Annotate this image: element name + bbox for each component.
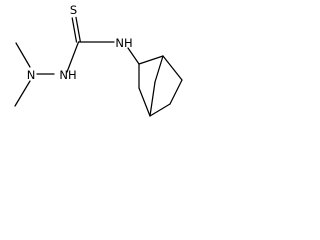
bond-c7-c4 — [149, 81, 156, 117]
bond-c2-c1 — [138, 55, 164, 65]
bond-n-methyl-lower — [14, 80, 31, 107]
bond-c1-c6 — [162, 55, 183, 81]
bond-c1-c7 — [154, 55, 164, 83]
atom-label-sulfur: S — [70, 3, 77, 17]
bond-c-s-double-a — [71, 17, 78, 43]
atom-label-nitrogen: N — [27, 68, 36, 82]
atom-label-nh-left: NH — [59, 68, 76, 82]
bond-nh-bicycle — [127, 47, 140, 65]
bond-n-methyl-upper — [15, 42, 31, 68]
bond-c6-c5 — [169, 79, 183, 105]
molecule-structure: S NH NH N — [14, 3, 183, 117]
bond-c4-c3 — [138, 87, 151, 117]
atom-label-nh-right: NH — [115, 36, 132, 50]
bond-c5-c4 — [149, 103, 171, 117]
bond-c-s-double-b — [75, 16, 81, 43]
bond-c-nh-left — [66, 41, 80, 73]
